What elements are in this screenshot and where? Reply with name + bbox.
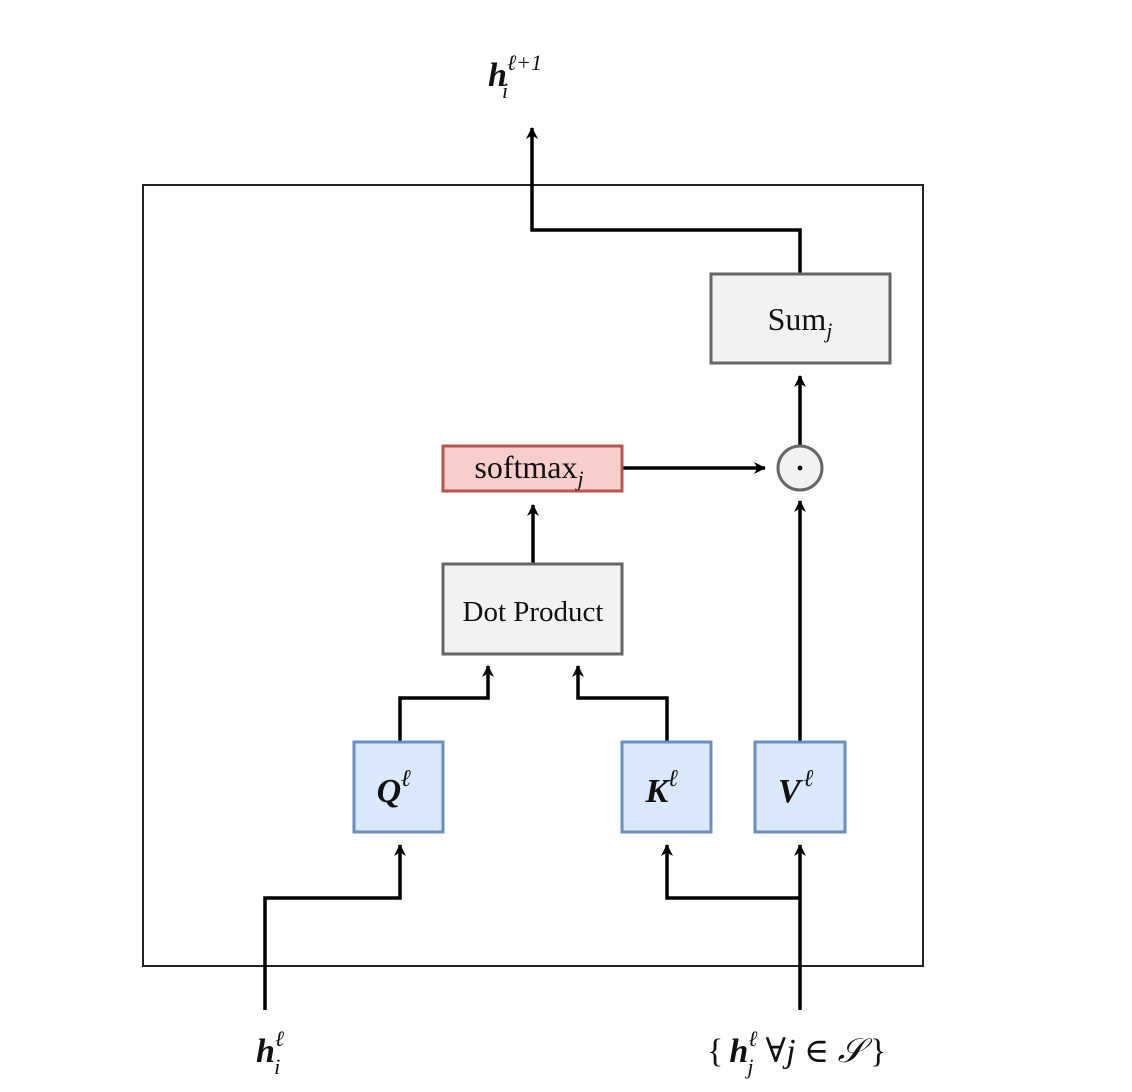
svg-text:Sumj: Sumj bbox=[768, 301, 833, 343]
k-label: K bbox=[645, 773, 671, 810]
arrow-hi-to-q bbox=[263, 844, 406, 1010]
v-superscript: ℓ bbox=[804, 766, 814, 792]
dot-product-label: Dot Product bbox=[463, 596, 604, 628]
elementwise-product-symbol: · bbox=[795, 452, 805, 485]
softmax-box: softmaxj bbox=[441, 444, 624, 493]
sum-box: Sumj bbox=[709, 272, 892, 365]
v-label: V bbox=[778, 773, 803, 810]
arrow-q-to-dotproduct bbox=[398, 665, 494, 742]
q-label: Q bbox=[377, 773, 402, 810]
arrow-hj-to-k bbox=[661, 844, 800, 900]
k-superscript: ℓ bbox=[668, 766, 678, 792]
arrow-k-to-dotproduct bbox=[572, 665, 669, 742]
k-box: Kℓ bbox=[620, 740, 713, 834]
sum-label: Sum bbox=[768, 301, 827, 337]
q-superscript: ℓ bbox=[401, 766, 411, 792]
svg-text:softmaxj: softmaxj bbox=[474, 449, 583, 491]
svg-text:Vℓ: Vℓ bbox=[778, 766, 814, 810]
sum-subscript: j bbox=[823, 318, 832, 343]
q-box: Qℓ bbox=[352, 740, 445, 834]
svg-text:Kℓ: Kℓ bbox=[645, 766, 679, 810]
svg-text:Qℓ: Qℓ bbox=[377, 766, 412, 810]
dot-product-box: Dot Product bbox=[441, 562, 624, 656]
softmax-label: softmax bbox=[474, 449, 577, 485]
arrow-sum-to-output bbox=[526, 127, 802, 273]
elementwise-product-node: · bbox=[776, 444, 824, 492]
softmax-subscript: j bbox=[574, 466, 583, 491]
